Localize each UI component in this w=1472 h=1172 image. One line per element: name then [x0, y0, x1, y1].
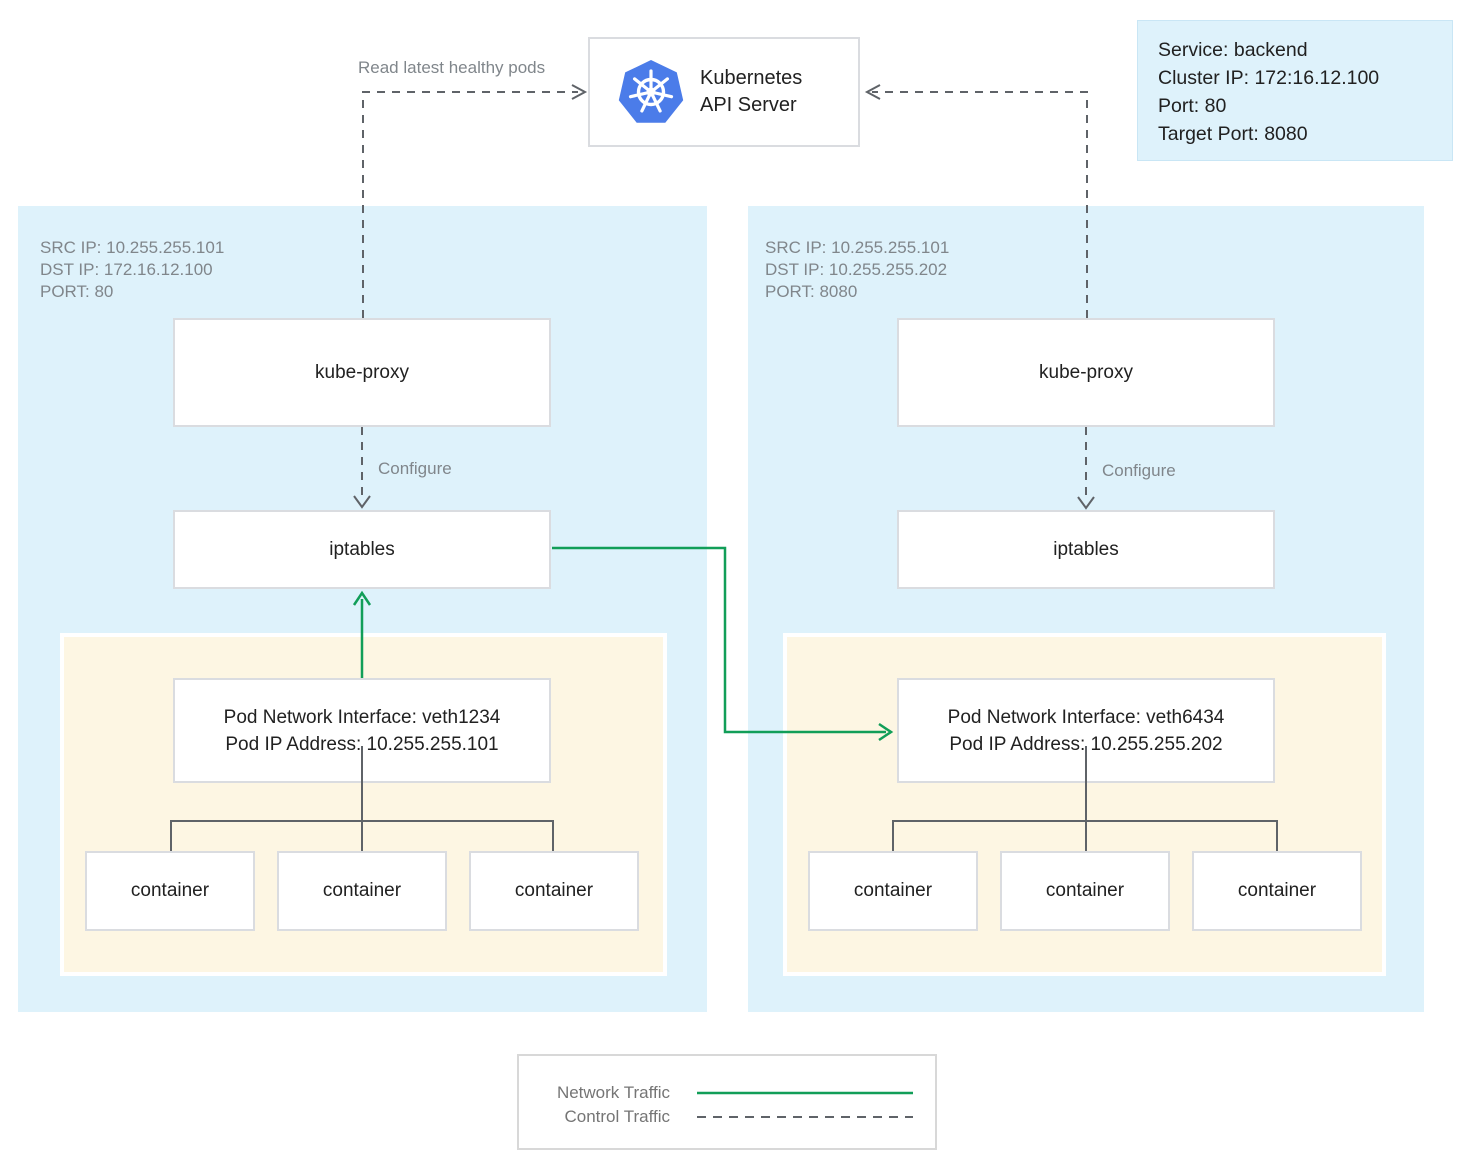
- pod-interface-label: Pod Network Interface: veth1234: [223, 706, 501, 728]
- service-name: Service: backend: [1158, 39, 1308, 61]
- service-target-port: Target Port: 8080: [1158, 123, 1308, 145]
- node-right: SRC IP: 10.255.255.101 DST IP: 10.255.25…: [748, 206, 1424, 1012]
- legend-box: [517, 1054, 937, 1150]
- arrowhead-left-icon: [864, 84, 881, 100]
- container-box: container: [85, 851, 255, 931]
- read-latest-healthy-pods-label: Read latest healthy pods: [358, 58, 546, 77]
- kubernetes-api-server-box: Kubernetes API Server: [588, 37, 860, 147]
- node-right-annotations: SRC IP: 10.255.255.101 DST IP: 10.255.25…: [765, 237, 949, 303]
- node-left-annotations: SRC IP: 10.255.255.101 DST IP: 172.16.12…: [40, 237, 224, 303]
- legend-network-traffic-label: Network Traffic: [556, 1083, 670, 1102]
- arrowhead-right-icon: [571, 84, 588, 100]
- api-server-label: Kubernetes API Server: [700, 65, 802, 119]
- src-ip-label: SRC IP: 10.255.255.101: [765, 238, 950, 257]
- pod-interface-label: Pod Network Interface: veth6434: [947, 706, 1225, 728]
- service-port: Port: 80: [1158, 95, 1227, 117]
- kube-proxy-box-left: kube-proxy: [173, 318, 551, 427]
- node-left: SRC IP: 10.255.255.101 DST IP: 172.16.12…: [18, 206, 707, 1012]
- src-ip-label: SRC IP: 10.255.255.101: [40, 238, 225, 257]
- pod-network-interface-right: Pod Network Interface: veth6434 Pod IP A…: [897, 678, 1275, 783]
- pod-network-interface-left: Pod Network Interface: veth1234 Pod IP A…: [173, 678, 551, 783]
- pod-ip-label: Pod IP Address: 10.255.255.101: [225, 733, 499, 755]
- service-cluster-ip: Cluster IP: 172:16.12.100: [1158, 67, 1380, 89]
- port-label: PORT: 80: [40, 282, 114, 301]
- dst-ip-label: DST IP: 172.16.12.100: [40, 260, 213, 279]
- kubernetes-icon: [618, 60, 684, 123]
- service-info-box: Service: backend Cluster IP: 172:16.12.1…: [1137, 20, 1453, 161]
- container-box: container: [808, 851, 978, 931]
- api-server-label-line1: Kubernetes: [700, 67, 803, 89]
- dst-ip-label: DST IP: 10.255.255.202: [765, 260, 948, 279]
- configure-label-left: Configure: [378, 459, 452, 478]
- pod-box-left: Pod Network Interface: veth1234 Pod IP A…: [60, 633, 667, 976]
- api-server-label-line2: API Server: [700, 94, 797, 116]
- configure-label-right: Configure: [1102, 461, 1176, 480]
- container-box: container: [469, 851, 639, 931]
- container-box: container: [1192, 851, 1362, 931]
- legend-control-traffic-label: Control Traffic: [564, 1107, 670, 1126]
- iptables-box-right: iptables: [897, 510, 1275, 589]
- pod-ip-label: Pod IP Address: 10.255.255.202: [949, 733, 1223, 755]
- container-box: container: [277, 851, 447, 931]
- iptables-box-left: iptables: [173, 510, 551, 589]
- port-label: PORT: 8080: [765, 282, 858, 301]
- pod-box-right: Pod Network Interface: veth6434 Pod IP A…: [783, 633, 1386, 976]
- kube-proxy-box-right: kube-proxy: [897, 318, 1275, 427]
- container-box: container: [1000, 851, 1170, 931]
